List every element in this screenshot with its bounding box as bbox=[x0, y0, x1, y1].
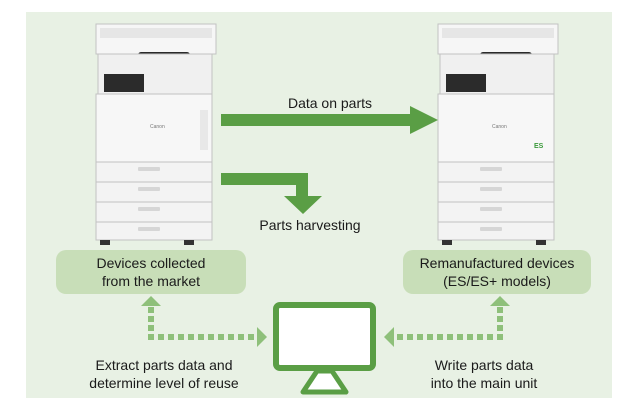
write-parts-label: Write parts data into the main unit bbox=[430, 357, 538, 391]
parts-harvesting-label: Parts harvesting bbox=[259, 217, 361, 233]
harvest-arrow bbox=[221, 173, 322, 214]
es-badge: ES bbox=[534, 143, 544, 150]
computer-monitor-icon bbox=[273, 302, 376, 395]
right-dotted-connector bbox=[384, 296, 510, 347]
left-dotted-connector bbox=[141, 296, 267, 347]
collected-devices-box: Devices collected from the market bbox=[56, 250, 246, 294]
collected-printer-icon: Canon bbox=[95, 23, 217, 245]
remanufactured-devices-box: Remanufactured devices (ES/ES+ models) bbox=[403, 250, 591, 294]
remanufactured-printer-icon: Canon ES bbox=[437, 23, 559, 245]
brand-mark-left: Canon bbox=[150, 124, 165, 130]
data-flow-arrow bbox=[221, 106, 438, 134]
extract-parts-label: Extract parts data and determine level o… bbox=[89, 357, 239, 391]
brand-mark-right: Canon bbox=[492, 124, 507, 130]
data-on-parts-label: Data on parts bbox=[287, 95, 373, 111]
